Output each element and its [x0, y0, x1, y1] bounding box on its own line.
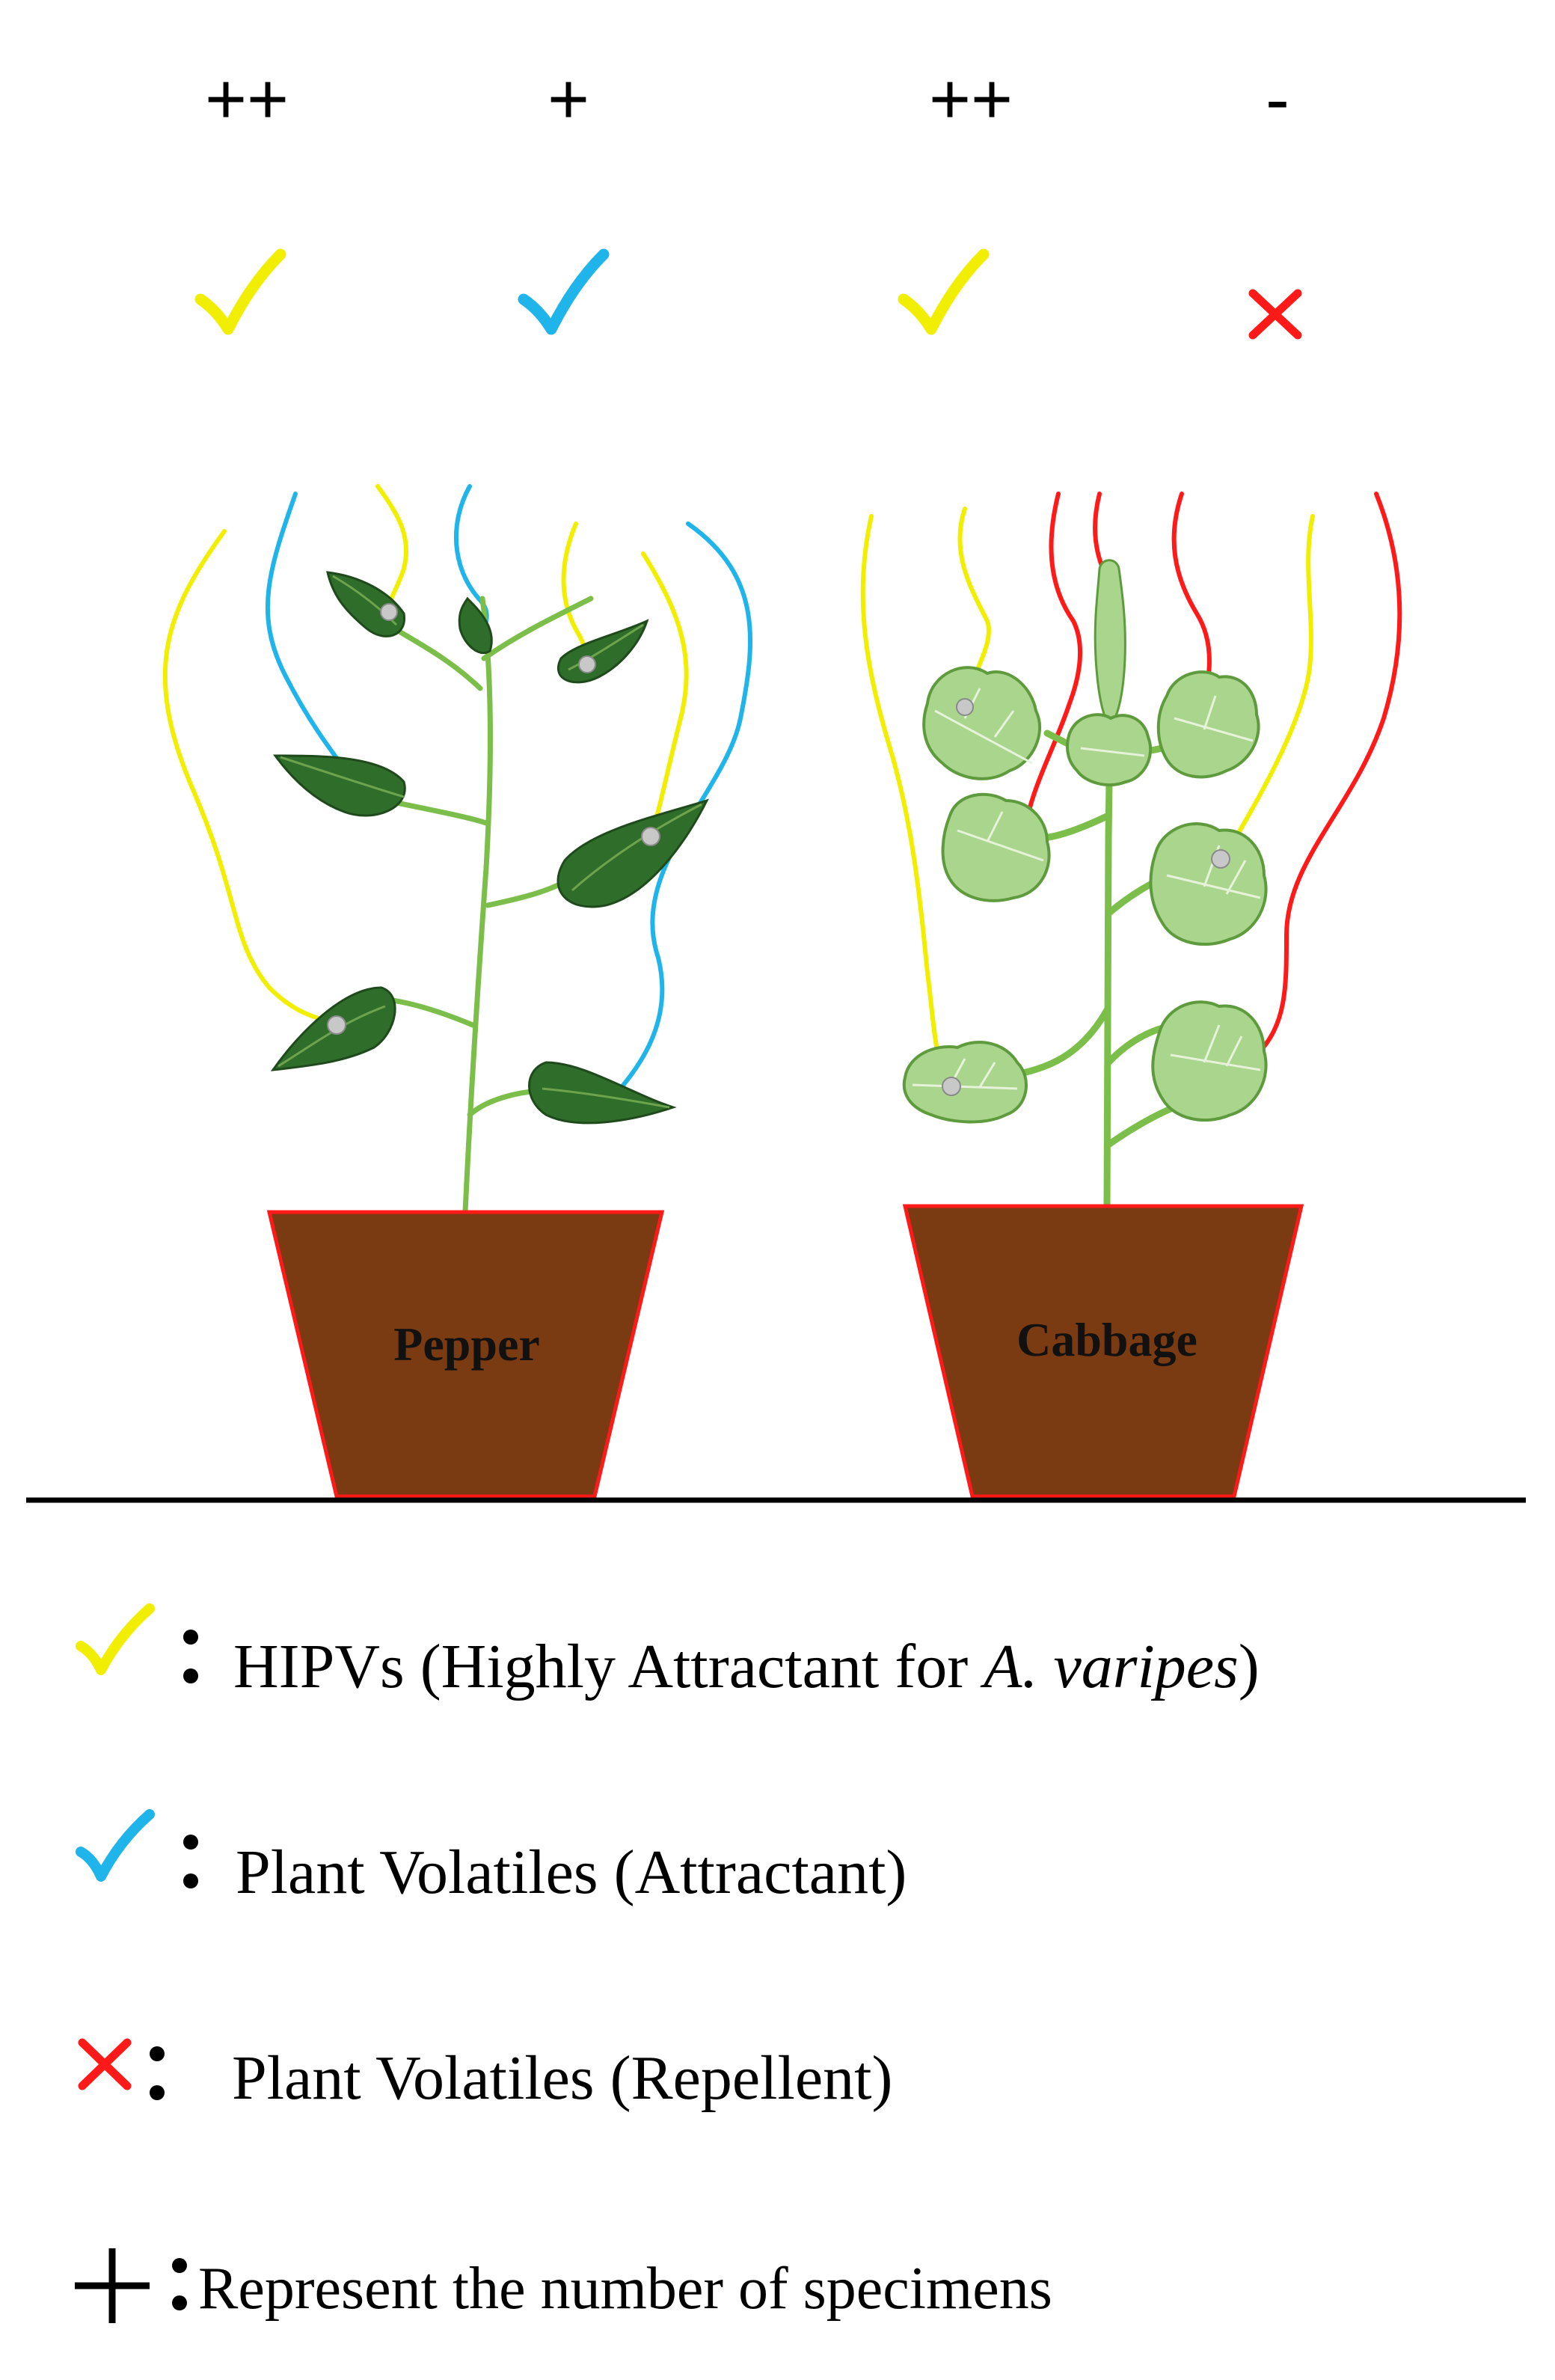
- cabbage-center-shoot: [1094, 559, 1126, 728]
- plus-icon: [75, 2248, 150, 2323]
- pepper-leaf: [556, 798, 709, 908]
- cabbage-leaf: [1156, 670, 1260, 779]
- cabbage-leaf: [902, 1040, 1028, 1124]
- yellow-plume: [860, 514, 952, 1087]
- legend-item-hipv: HIPVs (Highly Attractant for A. varipes): [76, 1603, 1260, 1701]
- legend: HIPVs (Highly Attractant for A. varipes)…: [75, 1603, 1260, 2323]
- cabbage-leaf: [922, 666, 1041, 780]
- legend-hipv-species: A. varipes: [980, 1632, 1239, 1701]
- cabbage-damage-spots: [942, 698, 1230, 1096]
- yellow-check-icon: [898, 248, 990, 335]
- count-cabbage-hipv: ++: [929, 59, 1013, 139]
- pepper-leaves: [270, 571, 709, 1125]
- cabbage-volatile-plumes: [860, 492, 1402, 1087]
- yellow-plume: [162, 529, 339, 1027]
- legend-repellent-text: Plant Volatiles (Repellent): [232, 2043, 892, 2113]
- pepper-pot-label: Pepper: [393, 1318, 540, 1371]
- legend-hipv-text: HIPVs (Highly Attractant for A. varipes): [233, 1632, 1260, 1701]
- count-pepper-hipv: ++: [205, 59, 289, 139]
- cabbage-leaf: [1149, 822, 1268, 946]
- colon-icon: [150, 2046, 165, 2100]
- pepper-pot: Pepper: [266, 1210, 665, 1499]
- yellow-plume: [375, 484, 408, 612]
- pepper-stem: [349, 596, 594, 1215]
- yellow-check-icon: [76, 1603, 155, 1675]
- cabbage-plant: Cabbage: [860, 492, 1402, 1499]
- cabbage-pot: Cabbage: [902, 1204, 1304, 1499]
- colon-icon: [183, 1630, 198, 1683]
- count-row: ++ + ++ -: [205, 59, 1289, 139]
- colon-icon: [183, 1835, 198, 1888]
- count-cabbage-plant-volatiles: -: [1266, 59, 1289, 139]
- pepper-leaf: [273, 754, 406, 817]
- pepper-damage-spots: [327, 603, 660, 1035]
- pepper-leaf: [326, 571, 405, 637]
- red-plume: [1022, 492, 1082, 833]
- legend-plus-text: Represent the number of specimens: [198, 2256, 1052, 2322]
- cabbage-leaves: [902, 666, 1268, 1124]
- legend-item-repellent: Plant Volatiles (Repellent): [78, 2038, 892, 2113]
- colon-icon: [172, 2258, 187, 2310]
- red-cross-icon: [78, 2038, 132, 2090]
- pepper-plant: Pepper: [162, 484, 752, 1499]
- marker-row: [194, 248, 1302, 340]
- legend-item-attractant: Plant Volatiles (Attractant): [76, 1809, 907, 1907]
- blue-check-icon: [518, 248, 610, 335]
- red-cross-icon: [1248, 289, 1302, 340]
- count-pepper-plant-volatiles: +: [548, 59, 589, 139]
- blue-plume: [265, 492, 354, 780]
- yellow-plume: [641, 551, 689, 840]
- pepper-leaf: [458, 596, 493, 655]
- legend-hipv-suffix: ): [1239, 1632, 1260, 1701]
- blue-check-icon: [76, 1809, 155, 1882]
- pepper-leaf: [528, 1061, 677, 1125]
- legend-hipv-main: HIPVs (Highly Attractant for: [233, 1632, 984, 1701]
- cabbage-leaf: [1066, 713, 1153, 786]
- legend-attractant-text: Plant Volatiles (Attractant): [236, 1838, 907, 1907]
- red-plume: [1254, 492, 1402, 1057]
- yellow-check-icon: [194, 248, 286, 335]
- cabbage-pot-label: Cabbage: [1016, 1313, 1197, 1366]
- yellow-plume: [1224, 514, 1315, 855]
- cabbage-leaf: [941, 792, 1051, 902]
- legend-item-plus: Represent the number of specimens: [75, 2248, 1052, 2323]
- pepper-volatile-plumes: [162, 484, 752, 1095]
